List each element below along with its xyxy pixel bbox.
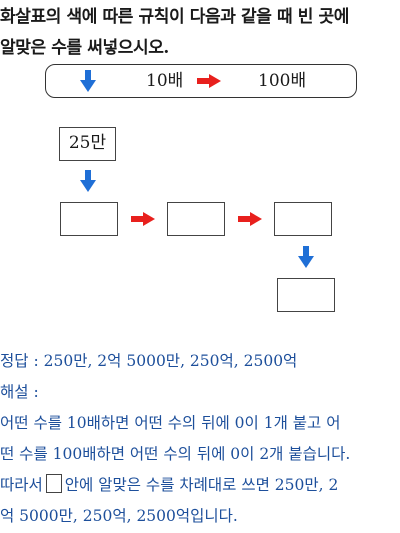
answer-blank-2[interactable]: [167, 202, 225, 236]
explanation-line-3-after: 안에 알맞은 수를 차례대로 쓰면 250만, 2: [64, 476, 339, 494]
explanation-line-2: 떤 수를 100배하면 어떤 수의 뒤에 0이 2개 붙습니다.: [0, 445, 351, 463]
answer-blank-3[interactable]: [274, 202, 332, 236]
blue-rule-label: 10배: [146, 71, 184, 91]
blue-down-arrow-icon: [80, 170, 96, 192]
red-right-arrow-icon: [238, 212, 262, 226]
explanation-line-4: 억 5000만, 250억, 2500억입니다.: [0, 507, 238, 525]
red-rule-label: 100배: [258, 71, 307, 91]
blue-down-arrow-icon: [80, 70, 96, 92]
answer-blank-1[interactable]: [60, 202, 118, 236]
red-right-arrow-icon: [197, 74, 221, 88]
rule-legend-box: 10배 100배: [45, 64, 357, 98]
answer-section: 정답 : 250만, 2억 5000만, 250억, 2500억 해설 : 어떤…: [0, 346, 400, 532]
start-value-box: 25만: [59, 127, 116, 161]
explanation-line-1: 어떤 수를 10배하면 어떤 수의 뒤에 0이 1개 붙고 어: [0, 414, 341, 432]
explanation-line-3-before: 따라서: [0, 476, 43, 494]
red-right-arrow-icon: [131, 212, 155, 226]
blue-down-arrow-icon: [298, 246, 314, 268]
explanation-line-3: 따라서 안에 알맞은 수를 차례대로 쓰면 250만, 2: [0, 470, 400, 501]
answer-blank-4[interactable]: [277, 278, 335, 312]
answer-label: 정답 :: [0, 352, 44, 370]
question-line-2: 알맞은 수를 써넣으시오.: [0, 38, 169, 58]
inline-blank-box: [45, 474, 62, 493]
explanation-label: 해설 :: [0, 383, 39, 401]
answer-line: 정답 : 250만, 2억 5000만, 250억, 2500억: [0, 346, 400, 377]
answer-values: 250만, 2억 5000만, 250억, 2500억: [43, 352, 298, 370]
question-text: 화살표의 색에 따른 규칙이 다음과 같을 때 빈 곳에 알맞은 수를 써넣으시…: [0, 2, 398, 64]
question-line-1: 화살표의 색에 따른 규칙이 다음과 같을 때 빈 곳에: [0, 7, 349, 27]
